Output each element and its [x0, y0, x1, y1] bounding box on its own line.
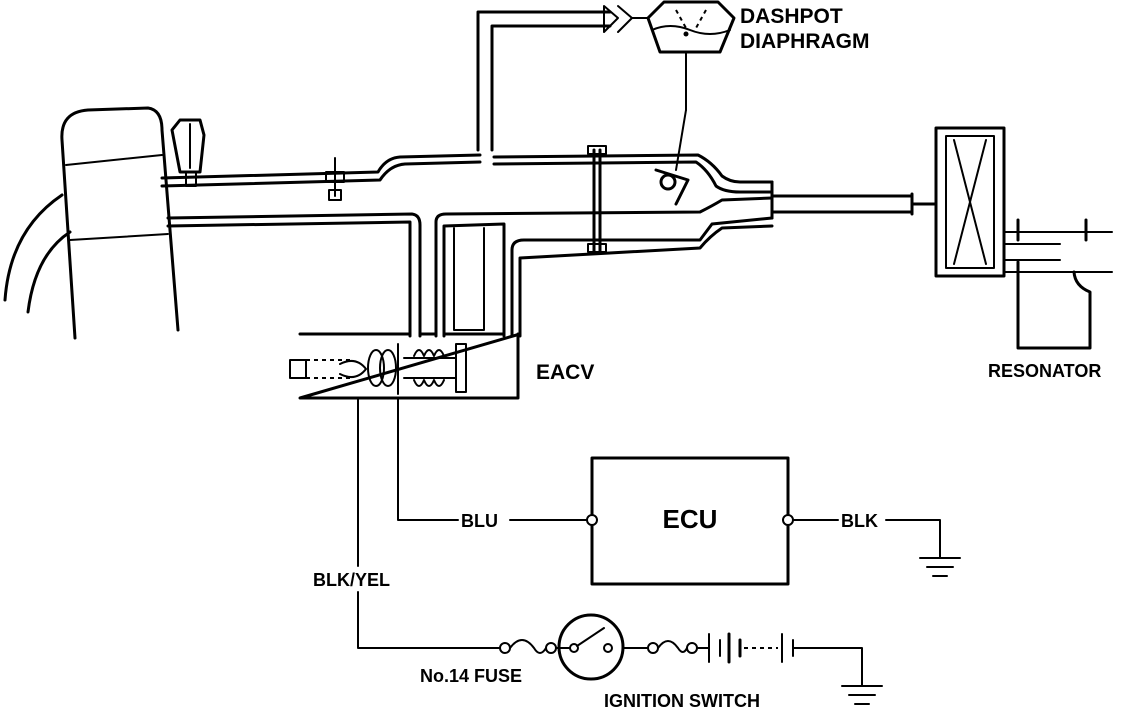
eacv-valve: [289, 332, 522, 400]
dashpot-diaphragm: [646, 0, 736, 111]
throttle-body: [587, 145, 607, 254]
dashpot-label-line1: DASHPOT: [740, 5, 843, 28]
ignition-switch-symbol: [557, 613, 649, 681]
intake-sensor: [325, 157, 345, 201]
throttle-valve: [654, 109, 690, 206]
ignition-switch-label: IGNITION SWITCH: [604, 691, 760, 711]
dashpot-vacuum-hose: [476, 5, 649, 152]
blu-wire: [397, 397, 588, 521]
ground-symbol-ecu: [919, 557, 961, 577]
ecu-box: [586, 456, 794, 586]
dashpot-label-line2: DIAPHRAGM: [740, 30, 870, 53]
blk-yel-wire-label: BLK/YEL: [313, 570, 390, 590]
resonator: [934, 126, 1113, 350]
blk-wire: [792, 519, 941, 559]
fuse-label: No.14 FUSE: [420, 666, 522, 686]
air-cleaner-housing: [3, 106, 180, 340]
blk-yel-wire: [357, 397, 501, 649]
blu-wire-label: BLU: [461, 511, 498, 531]
ground-symbol-battery: [841, 685, 883, 705]
fuse-symbol: [499, 639, 570, 654]
intake-duct: [160, 153, 938, 338]
battery-symbol: [708, 632, 863, 687]
blk-wire-label: BLK: [841, 511, 878, 531]
ecu-label: ECU: [663, 504, 718, 534]
resonator-label: RESONATOR: [988, 361, 1101, 381]
second-fuse-symbol: [647, 640, 709, 654]
eacv-label: EACV: [536, 361, 594, 384]
